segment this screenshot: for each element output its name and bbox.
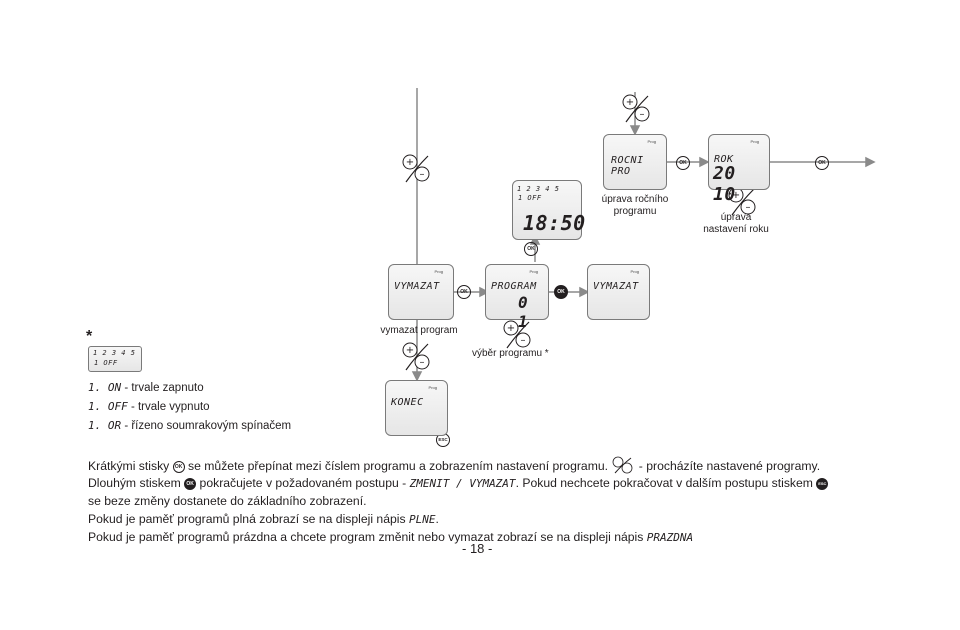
lcd-rok: Prog ROK 20 10 (708, 134, 770, 205)
lcd-title: ROCNI PRO (611, 155, 644, 177)
svg-text:–: – (420, 169, 425, 180)
instruction-line-4: Pokud je paměť programů plná zobrazí se … (88, 512, 439, 527)
text-span: Pokud je paměť programů prázdna a chcete… (88, 530, 647, 544)
lcd-small-days: 1 2 3 4 5 1 OFF (88, 346, 142, 372)
lcd-mode: 1 OFF (518, 194, 542, 202)
ok-button-icon: OK (676, 156, 690, 170)
text-span: - procházíte nastavené programy. (635, 459, 821, 473)
legend-code: 1. ON (88, 381, 122, 394)
prog-indicator: Prog (529, 269, 538, 274)
ok-button-icon: OK (815, 156, 829, 170)
lcd-program-number: 0 1 (518, 293, 529, 331)
plus-minus-dial-icon (613, 456, 633, 474)
svg-text:–: – (746, 202, 751, 213)
caption-uprava-roku: úprava nastavení roku (703, 212, 769, 235)
svg-text:–: – (420, 357, 425, 368)
plus-minus-dial-icon: + – (402, 342, 430, 371)
lcd-time-display: 1 2 3 4 5 1 OFF 18:50 (512, 180, 585, 240)
svg-text:+: + (732, 190, 740, 201)
prog-indicator: Prog (434, 269, 443, 274)
lcd-title: VYMAZAT (394, 281, 440, 292)
legend-code: 1. OFF (88, 400, 128, 413)
legend-item: 1. OR - řízeno soumrakovým spínačem (88, 419, 291, 433)
ok-button-long-press-icon: OK (554, 285, 568, 299)
ok-button-icon: OK (172, 460, 185, 473)
text-span: se můžete přepínat mezi číslem programu … (184, 459, 612, 473)
svg-text:+: + (406, 157, 414, 168)
lcd-program: Prog PROGRAM 0 1 (485, 264, 549, 331)
prog-indicator: Prog (750, 139, 759, 144)
lcd-vymazat: Prog VYMAZAT (388, 264, 454, 320)
svg-text:–: – (521, 335, 526, 346)
lcd-time: 18:50 (523, 211, 586, 235)
caption-vyber-programu: výběr programu * (472, 348, 549, 359)
lcd-year: 20 10 (713, 163, 736, 205)
text-span: pokračujete v požadovaném postupu - (196, 476, 410, 490)
display-text: PRAZDNA (646, 531, 694, 544)
lcd-days: 1 2 3 4 5 (517, 185, 560, 193)
svg-text:+: + (507, 323, 515, 334)
instruction-line-5: Pokud je paměť programů prázdna a chcete… (88, 530, 693, 545)
legend-text: - trvale vypnuto (127, 401, 210, 413)
prog-indicator: Prog (428, 385, 437, 390)
svg-text:+: + (406, 345, 414, 356)
ok-button-icon: OK (457, 285, 471, 299)
lcd-konec: Prog KONEC (385, 380, 448, 436)
esc-button-icon: ESC (816, 477, 829, 490)
ok-button-long-press-icon: OK (184, 477, 197, 490)
svg-text:–: – (640, 109, 645, 120)
asterisk-marker: * (86, 328, 93, 345)
prog-indicator: Prog (647, 139, 656, 144)
lcd-title: KONEC (391, 397, 424, 408)
display-text: PLNE (408, 513, 436, 526)
svg-text:+: + (626, 97, 634, 108)
instruction-line-1: Krátkými stisky OK se můžete přepínat me… (88, 456, 820, 474)
page-number: - 18 - (462, 541, 493, 556)
prog-indicator: Prog (630, 269, 639, 274)
text-span: . (435, 512, 439, 526)
legend-code: 1. OR (88, 419, 122, 432)
plus-minus-dial-icon: + – (503, 320, 531, 349)
plus-minus-dial-icon: + – (402, 154, 430, 183)
text-span: . Pokud nechcete pokračovat v dalším pos… (515, 476, 817, 490)
instruction-line-3: se beze změny dostanete do základního zo… (88, 494, 367, 508)
caption-vymazat-program: vymazat program (380, 325, 458, 336)
display-text: ZMENIT / VYMAZAT (409, 477, 516, 490)
lcd-mode: 1 OFF (94, 359, 118, 367)
plus-minus-dial-icon: + – (622, 94, 650, 123)
text-span: Dlouhým stiskem (88, 476, 185, 490)
caption-uprava-rocniho: úprava ročního programu (601, 194, 669, 217)
lcd-vymazat-confirm: Prog VYMAZAT (587, 264, 650, 320)
text-span: Krátkými stisky (88, 459, 173, 473)
text-span: Pokud je paměť programů plná zobrazí se … (88, 512, 409, 526)
plus-minus-dial-icon: + – (728, 187, 756, 216)
lcd-rocni-pro: Prog ROCNI PRO (603, 134, 667, 190)
lcd-title: PROGRAM (491, 281, 537, 292)
legend-item: 1. ON - trvale zapnuto (88, 381, 204, 395)
instruction-line-2: Dlouhým stiskem OK pokračujete v požadov… (88, 476, 829, 491)
legend-item: 1. OFF - trvale vypnuto (88, 400, 210, 414)
lcd-days: 1 2 3 4 5 (93, 349, 136, 357)
lcd-title: ROK (714, 154, 734, 165)
legend-text: - trvale zapnuto (121, 382, 204, 394)
legend-text: - řízeno soumrakovým spínačem (121, 420, 292, 432)
ok-button-icon: OK (524, 242, 538, 256)
lcd-title: VYMAZAT (593, 281, 639, 292)
